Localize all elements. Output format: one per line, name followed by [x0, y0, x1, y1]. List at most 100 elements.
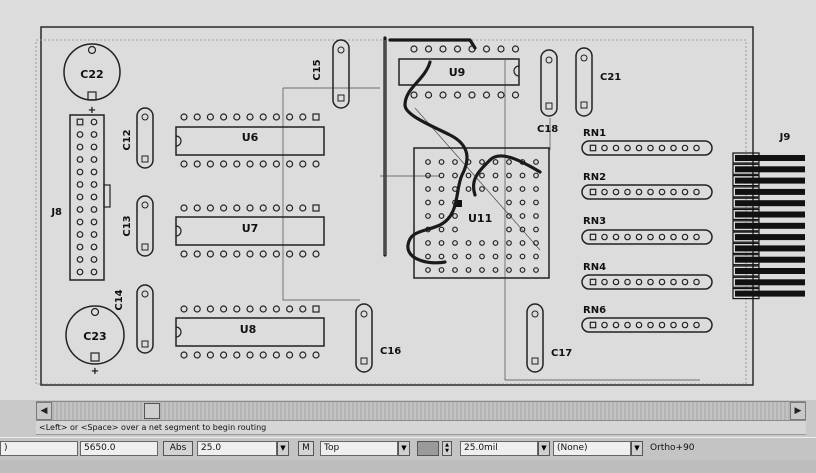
abs-button[interactable]: Abs — [163, 441, 193, 456]
resistor-network[interactable] — [581, 229, 713, 245]
pad — [206, 160, 214, 168]
pad — [259, 250, 267, 258]
width-spinner-icon[interactable]: ▲▼ — [442, 441, 452, 456]
pad — [272, 250, 280, 258]
resistor-network[interactable] — [581, 140, 713, 156]
pad — [272, 113, 280, 121]
u7-label: U7 — [242, 222, 259, 235]
c18-footprint[interactable]: C18 — [537, 49, 558, 135]
pad — [635, 188, 643, 196]
resistor-network[interactable] — [581, 184, 713, 200]
pad — [425, 199, 431, 206]
pad — [601, 144, 608, 152]
pad — [425, 253, 431, 260]
scroll-right-arrow-icon[interactable]: ▶ — [790, 402, 806, 420]
c14-footprint[interactable]: C14 — [114, 284, 154, 354]
width-combo[interactable]: 25.0mil — [460, 441, 538, 456]
c23-footprint[interactable]: C23 + — [65, 305, 125, 377]
pad — [90, 168, 98, 176]
c21-footprint[interactable]: C21 — [575, 47, 621, 117]
pad — [519, 226, 526, 233]
pad — [732, 175, 760, 187]
pad — [438, 159, 445, 165]
pad — [206, 113, 214, 121]
pad — [206, 204, 214, 212]
pad — [272, 204, 280, 212]
coord-x-field[interactable]: ) — [0, 441, 78, 456]
pad — [465, 240, 472, 246]
pad — [479, 159, 485, 165]
pcb-canvas[interactable]: C22 + C23 + J8 C12 C13 C14 C15 — [0, 0, 816, 400]
pad — [533, 199, 539, 206]
grid-dropdown-icon[interactable]: ▼ — [277, 441, 289, 456]
u8-footprint[interactable]: U8 — [175, 305, 325, 359]
resistor-network[interactable] — [581, 274, 713, 290]
layer-color-swatch[interactable] — [417, 441, 439, 456]
pad — [259, 204, 267, 212]
pad — [410, 45, 418, 53]
coord-y-field[interactable]: 5650.0 — [80, 441, 158, 456]
pad — [506, 253, 512, 260]
pad — [76, 193, 84, 201]
horizontal-scrollbar[interactable]: ◀ ▶ — [36, 401, 806, 421]
u6-footprint[interactable]: U6 — [175, 113, 325, 168]
pad — [90, 156, 98, 163]
net-dropdown-icon[interactable]: ▼ — [631, 441, 643, 456]
c22-footprint[interactable]: C22 + — [63, 43, 121, 116]
net-combo[interactable]: (None) — [553, 441, 631, 456]
pad — [506, 186, 512, 192]
u9-footprint[interactable]: U9 — [398, 45, 520, 99]
pad — [732, 254, 760, 266]
pad — [299, 250, 307, 258]
layer-combo[interactable]: Top — [320, 441, 398, 456]
resistor-network[interactable] — [581, 317, 713, 333]
c17-footprint[interactable]: C17 — [526, 303, 572, 373]
j9-footprint[interactable]: J9 — [732, 132, 805, 300]
pad — [312, 113, 320, 121]
pad — [206, 351, 214, 359]
pad — [233, 351, 241, 359]
j8-footprint[interactable]: J8 — [50, 114, 111, 281]
c13-footprint[interactable]: C13 — [122, 195, 154, 257]
layer-dropdown-icon[interactable]: ▼ — [398, 441, 410, 456]
pad — [299, 204, 307, 212]
pad — [299, 113, 307, 121]
scroll-thumb[interactable] — [144, 403, 160, 419]
pad — [90, 118, 98, 126]
c16-label: C16 — [380, 346, 401, 357]
pad — [90, 243, 98, 251]
pad — [506, 267, 512, 273]
pad — [220, 305, 228, 313]
pad — [732, 276, 760, 288]
u11-footprint[interactable]: U11 — [413, 147, 550, 279]
width-dropdown-icon[interactable]: ▼ — [538, 441, 550, 456]
c16-footprint[interactable]: C16 — [355, 303, 401, 373]
pad — [589, 188, 597, 196]
pad — [601, 233, 608, 241]
pad — [624, 233, 631, 241]
c12-footprint[interactable]: C12 — [122, 107, 154, 169]
pad — [220, 204, 228, 212]
pad — [647, 278, 654, 286]
u7-footprint[interactable]: U7 — [175, 204, 325, 258]
scroll-left-arrow-icon[interactable]: ◀ — [36, 402, 52, 420]
pcb-layout[interactable]: C22 + C23 + J8 C12 C13 C14 C15 — [0, 0, 816, 400]
pad — [286, 113, 294, 121]
pad — [312, 351, 320, 359]
pad — [482, 45, 491, 53]
pad — [259, 160, 267, 168]
c13-label: C13 — [122, 215, 133, 236]
pad — [479, 240, 485, 246]
pad — [589, 144, 597, 152]
pad — [519, 199, 526, 206]
scroll-track[interactable] — [52, 402, 790, 420]
pad — [635, 278, 643, 286]
c15-footprint[interactable]: C15 — [312, 39, 350, 109]
c17-label: C17 — [551, 348, 572, 359]
m-button[interactable]: M — [298, 441, 314, 456]
grid-combo[interactable]: 25.0 — [197, 441, 277, 456]
pad — [732, 231, 760, 243]
ortho-mode[interactable]: Ortho+90 — [650, 443, 695, 453]
pad — [519, 267, 526, 273]
bottom-toolbar: ) 5650.0 Abs 25.0 ▼ M Top ▼ ▲▼ 25.0mil ▼… — [0, 437, 816, 460]
